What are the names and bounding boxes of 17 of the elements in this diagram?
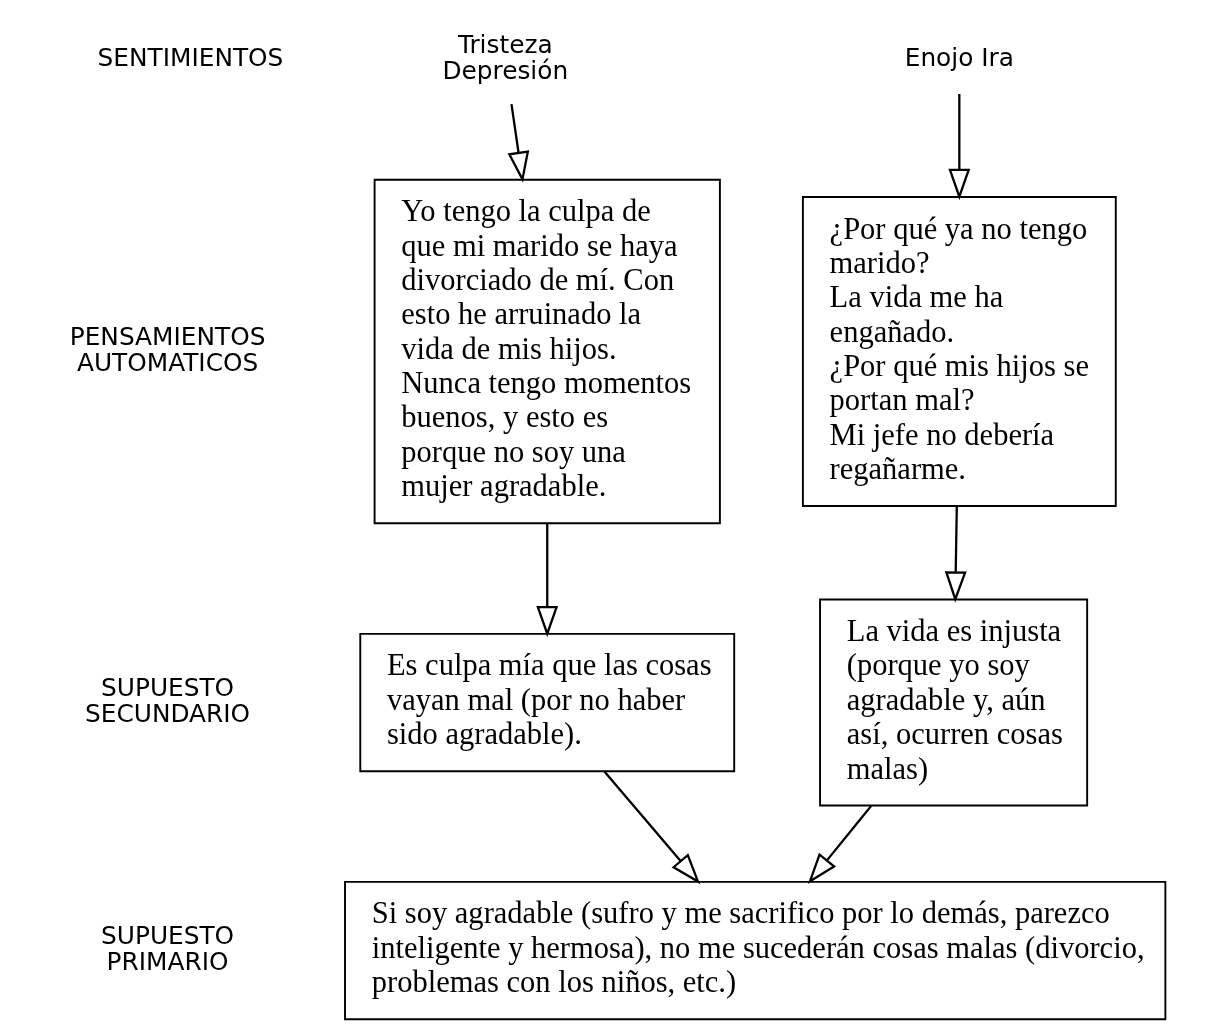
node-box: Si soy agradable (sufro y me sacrifico por lo demás, parezco inteligente y hermosa), no me sucederán cosas malas (divorcio, problemas con los niños, etc.) bbox=[344, 880, 1167, 1021]
arrow bbox=[603, 771, 701, 885]
node-box: Es culpa mía que las cosas vayan mal (por no haber sido agradable). bbox=[359, 632, 736, 773]
node-text: Tristeza Depresión bbox=[442, 29, 569, 86]
label: PENSAMIENTOS AUTOMATICOS bbox=[69, 321, 266, 378]
arrow bbox=[948, 94, 971, 201]
node-box: La vida es injusta (porque yo soy agradable y, aún así, ocurren cosas malas) bbox=[819, 598, 1089, 807]
arrow bbox=[507, 103, 530, 183]
node-text: Enojo Ira bbox=[904, 43, 1014, 73]
label: SENTIMIENTOS bbox=[97, 43, 284, 73]
arrow bbox=[536, 523, 559, 638]
arrow bbox=[807, 805, 873, 884]
label: SUPUESTO PRIMARIO bbox=[101, 920, 235, 977]
node-box: Yo tengo la culpa de que mi marido se haya divorciado de mí. Con esto he arruinado la vida de mis hijos. Nunca tengo momentos buenos, y esto es porque no soy una mujer agradable. bbox=[373, 178, 721, 525]
node-box: ¿Por qué ya no tengo marido? La vida me ha engañado. ¿Por qué mis hijos se portan mal? Mi jefe no debería regañarme. bbox=[801, 196, 1117, 507]
arrow bbox=[944, 506, 967, 603]
label: SUPUESTO SECUNDARIO bbox=[85, 672, 251, 729]
